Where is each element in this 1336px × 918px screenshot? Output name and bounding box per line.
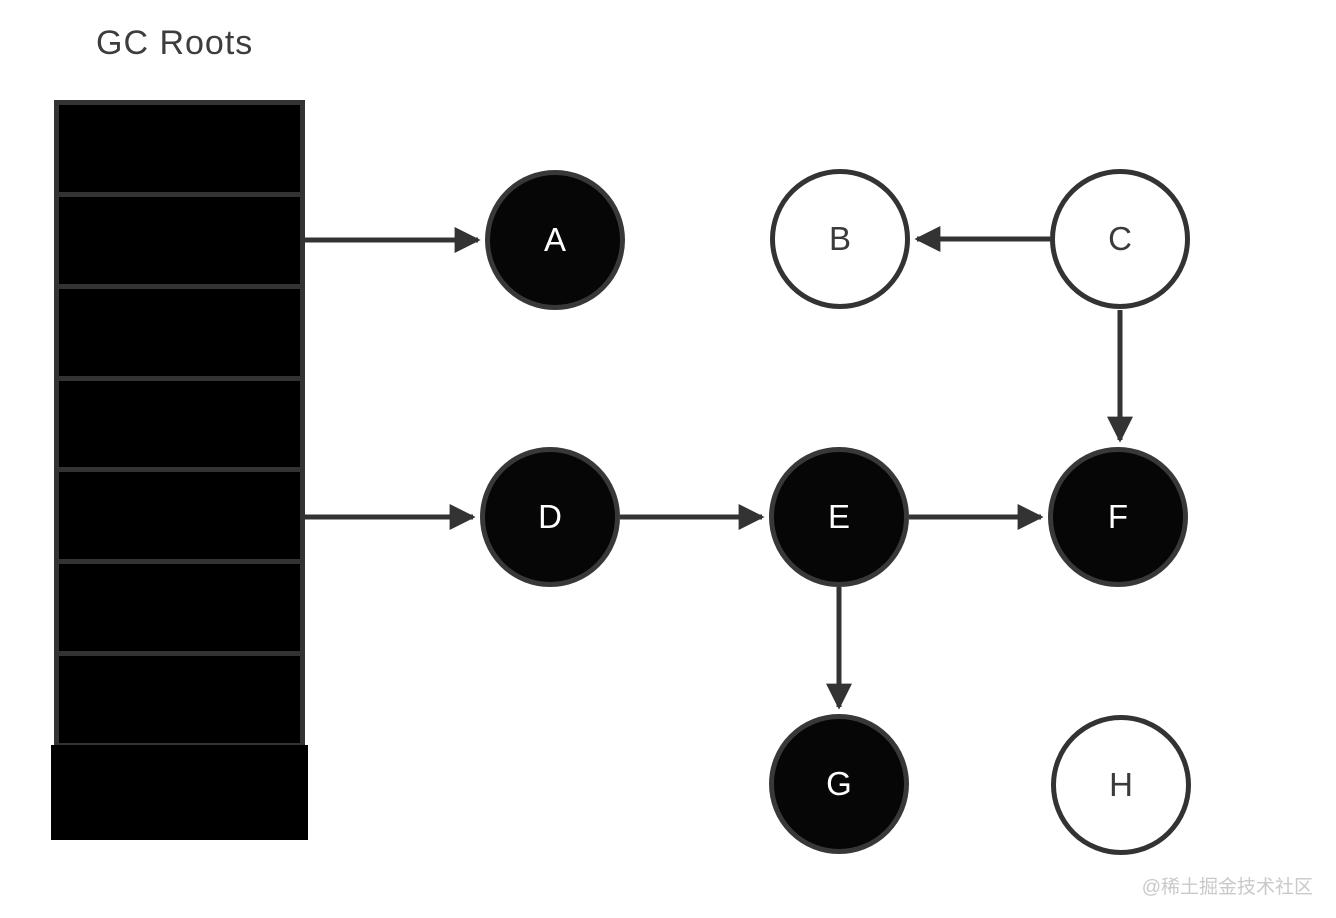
node-b: B	[770, 169, 910, 309]
diagram-title: GC Roots	[96, 24, 254, 62]
node-e: E	[769, 447, 909, 587]
stack-cell	[59, 656, 300, 743]
node-e-label: E	[827, 498, 850, 535]
stack-cell	[59, 381, 300, 473]
stack-cell	[59, 289, 300, 381]
node-g-label: G	[826, 765, 852, 802]
stack-cell	[59, 564, 300, 657]
node-c-label: C	[1108, 220, 1132, 257]
gc-roots-stack	[54, 100, 305, 748]
node-c: C	[1050, 169, 1190, 309]
node-a: A	[485, 170, 625, 310]
node-a-label: A	[543, 221, 566, 258]
stack-cell	[59, 472, 300, 565]
node-b-label: B	[828, 220, 851, 257]
stack-cell	[59, 105, 300, 197]
node-f-label: F	[1107, 498, 1129, 535]
node-d-label: D	[538, 498, 562, 535]
watermark: @稀土掘金技术社区	[1141, 877, 1313, 898]
node-d: D	[480, 447, 620, 587]
node-h-label: H	[1109, 766, 1133, 803]
node-h: H	[1051, 715, 1191, 855]
node-g: G	[769, 714, 909, 854]
node-f: F	[1048, 447, 1188, 587]
stack-cell	[59, 197, 300, 289]
gc-roots-stack-base	[51, 745, 308, 840]
